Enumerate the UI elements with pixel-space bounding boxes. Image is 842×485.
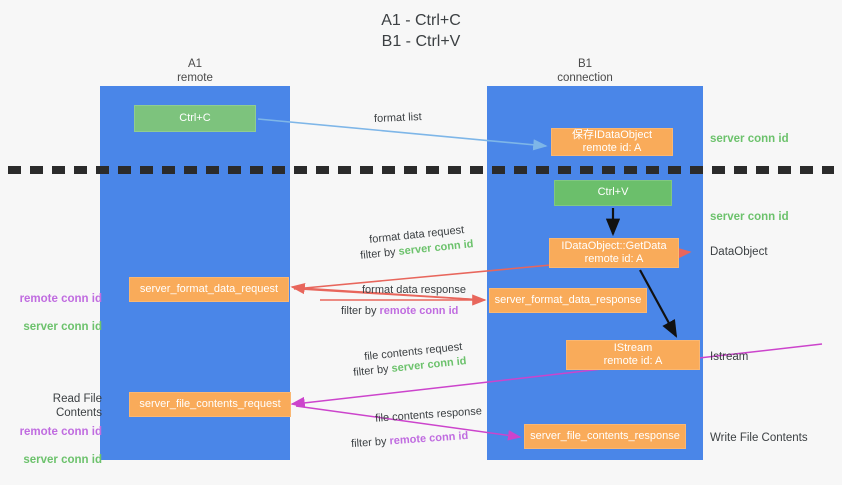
box-idataobject[interactable]: 保存IDataObject remote id: A xyxy=(551,128,673,156)
box-idataobject-line1: 保存IDataObject xyxy=(571,128,653,141)
box-ctrl-c[interactable]: Ctrl+C xyxy=(134,105,256,132)
phase-divider xyxy=(8,166,834,174)
box-server-file-contents-request-label: server_file_contents_request xyxy=(139,397,281,410)
side-label-remote-conn-id: remote conn id xyxy=(19,293,102,305)
box-ctrl-v-label: Ctrl+V xyxy=(597,186,629,199)
edge-label-format-list: format list xyxy=(373,110,422,126)
side-label-server-conn-id-mid: server conn id xyxy=(710,211,789,223)
filter-prefix: filter by xyxy=(359,245,400,262)
box-server-file-contents-response[interactable]: server_file_contents_response xyxy=(524,424,686,449)
box-ctrl-c-label: Ctrl+C xyxy=(179,111,211,124)
side-label-remote-conn-id: remote conn id xyxy=(19,426,102,438)
page-title: A1 - Ctrl+C B1 - Ctrl+V xyxy=(381,12,461,50)
side-label-read-file-contents: Read File Contents xyxy=(52,393,102,419)
box-server-format-data-response[interactable]: server_format_data_response xyxy=(489,288,647,313)
side-label-server-conn-id-top: server conn id xyxy=(710,133,789,145)
side-label-conn-ids-top: remote conn id server conn id xyxy=(10,278,102,348)
edge-label-format-data-response-filter: filter by remote conn id xyxy=(341,304,458,318)
column-header-a1: A1 remote xyxy=(177,58,213,84)
side-label-write-file-contents: Write File Contents xyxy=(710,432,808,444)
filter-prefix: filter by xyxy=(352,362,393,379)
filter-prefix: filter by xyxy=(341,305,380,317)
side-label-dataobject: DataObject xyxy=(710,246,768,258)
box-idataobject-getdata[interactable]: IDataObject::GetData remote id: A xyxy=(549,238,679,268)
edge-label-file-contents-response: file contents response xyxy=(374,405,483,425)
box-istream-line1: IStream xyxy=(613,341,653,354)
filter-prefix: filter by xyxy=(350,435,390,451)
side-label-conn-ids-bottom: remote conn id server conn id xyxy=(10,411,102,481)
box-idataobject-getdata-line1: IDataObject::GetData xyxy=(561,239,667,252)
box-server-file-contents-response-label: server_file_contents_response xyxy=(530,429,680,442)
box-istream[interactable]: IStream remote id: A xyxy=(566,340,700,370)
box-idataobject-getdata-line2: remote id: A xyxy=(584,253,644,265)
box-server-format-data-request-label: server_format_data_request xyxy=(139,282,279,295)
column-header-b1: B1 connection xyxy=(557,58,613,84)
filter-value-remote-conn-id: remote conn id xyxy=(379,305,459,317)
side-label-server-conn-id: server conn id xyxy=(23,454,102,466)
box-ctrl-v[interactable]: Ctrl+V xyxy=(554,180,672,206)
edge-label-format-data-response: format data response xyxy=(362,284,466,296)
side-label-istream: Istream xyxy=(710,351,749,363)
box-server-file-contents-request[interactable]: server_file_contents_request xyxy=(129,392,291,417)
box-server-format-data-response-label: server_format_data_response xyxy=(494,293,642,306)
side-label-server-conn-id: server conn id xyxy=(23,321,102,333)
box-server-format-data-request[interactable]: server_format_data_request xyxy=(129,277,289,302)
box-istream-line2: remote id: A xyxy=(603,355,663,367)
edge-label-file-contents-response-filter: filter by remote conn id xyxy=(351,429,469,451)
box-idataobject-line2: remote id: A xyxy=(582,142,642,154)
filter-value-remote-conn-id: remote conn id xyxy=(389,429,469,448)
